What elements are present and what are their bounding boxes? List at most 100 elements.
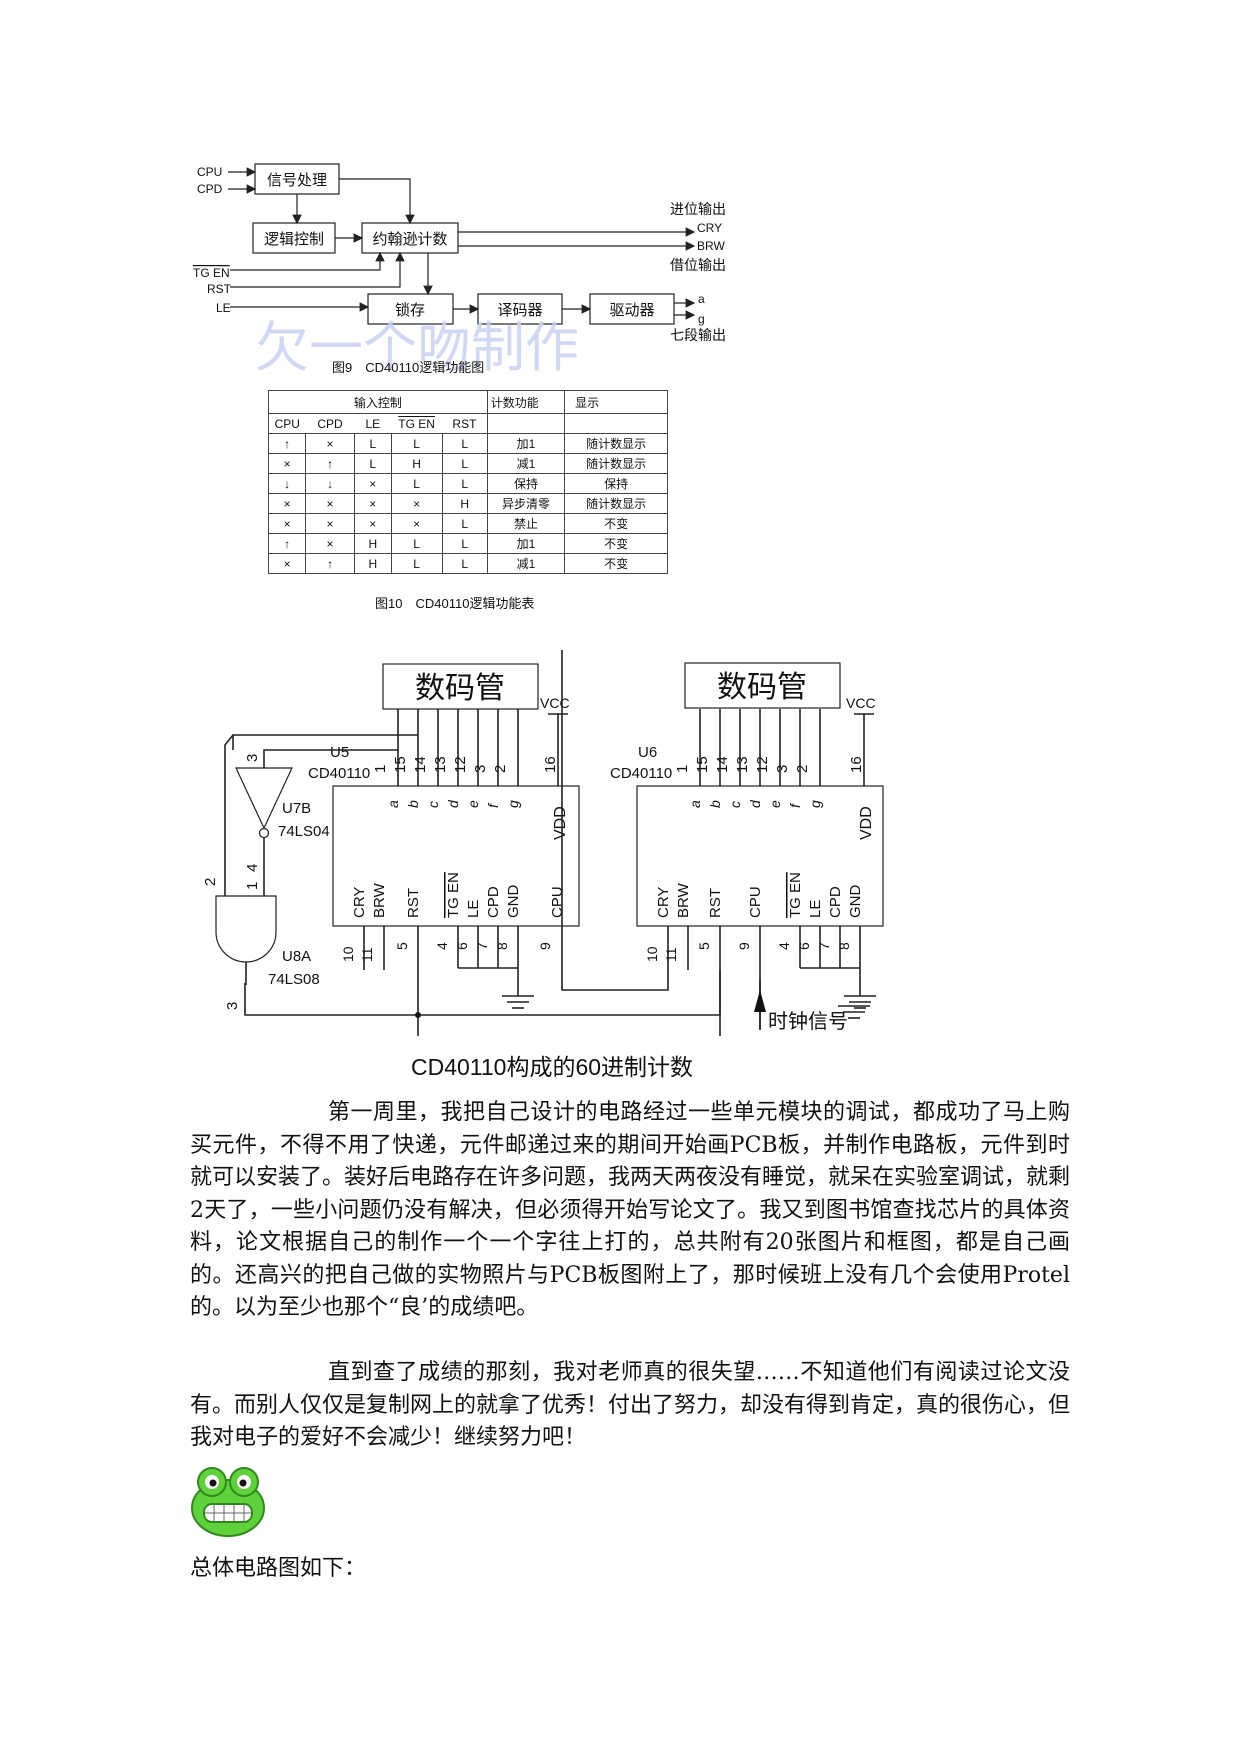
and-out-pin: 3: [224, 1002, 241, 1010]
seg-name: d: [445, 799, 461, 808]
table-cell: ×: [305, 533, 355, 554]
chip-label: GND: [847, 885, 864, 919]
pin-num: 9: [537, 942, 553, 950]
chip-label: LE: [465, 900, 482, 918]
table-cell: L: [441, 553, 488, 574]
cry-label: CRY: [697, 221, 722, 235]
vdd-pin-left: 16: [542, 756, 559, 773]
pin-num: 11: [663, 947, 679, 962]
inverter-gate: [235, 767, 293, 830]
pin-num: 6: [796, 942, 812, 950]
table-cell: ×: [390, 513, 443, 534]
body-paragraph-1: 第一周里，我把自己设计的电路经过一些单元模块的调试，都成功了马上购买元件，不得不…: [190, 1100, 1071, 1320]
counter-schematic: 数码管 数码管 U5 CD40110 U6 CD40110 VCC 16 VDD…: [202, 650, 884, 1080]
u7-ref: U7B: [282, 800, 311, 817]
table-cell: L: [390, 533, 443, 554]
vcc-left: VCC: [540, 695, 570, 711]
chip-label: LE: [807, 900, 824, 918]
pin-num: 15: [392, 756, 409, 773]
pin-num: 5: [394, 942, 410, 950]
chip-label: CRY: [655, 887, 672, 918]
block-signal-label: 信号处理: [267, 172, 327, 189]
table-cell: 不变: [564, 553, 668, 574]
input-rst-label: RST: [207, 282, 232, 296]
table-group-header-row: 输入控制 计数功能 显示: [268, 390, 668, 414]
table-cell: ×: [305, 433, 355, 454]
table-cell: ×: [305, 513, 355, 534]
pin-num: 2: [794, 765, 811, 773]
seg-name: a: [385, 800, 401, 808]
pin-num: 3: [472, 765, 489, 773]
pin-num: 10: [644, 946, 660, 962]
pin-num: 3: [774, 765, 791, 773]
pin-num: 8: [836, 942, 852, 950]
table-cell: H: [353, 533, 392, 554]
table-cell: ×: [353, 473, 392, 494]
table-cell: L: [390, 553, 443, 574]
block-decoder: [477, 293, 563, 325]
vdd-pin-right: 16: [848, 756, 865, 773]
brw-label: BRW: [697, 239, 725, 253]
chip-label: CPD: [827, 886, 844, 918]
seg-name: b: [707, 800, 723, 808]
table-cell: L: [441, 473, 488, 494]
block-logic-label: 逻辑控制: [264, 231, 324, 248]
header-display: 显示: [564, 390, 668, 414]
table-cell: L: [353, 453, 392, 474]
inv-in-pin: 3: [244, 754, 261, 762]
pin-num: 5: [696, 942, 712, 950]
pin-num: 13: [734, 756, 751, 773]
table-row: ↑ × L L L 加1 随计数显示: [267, 433, 668, 454]
chip-label: CRY: [351, 887, 368, 918]
bottom-pins-left: [363, 650, 563, 1036]
display-label-right: 数码管: [717, 671, 807, 704]
logic-function-table: 输入控制 计数功能 显示 CPU CPD LE TG EN RST ↑ × L …: [267, 390, 668, 574]
figure-9-caption: 图9 CD40110逻辑功能图: [332, 360, 484, 375]
seg-g-label: g: [698, 312, 705, 326]
borrow-output-label: 借位输出: [670, 257, 726, 273]
table-cell: ×: [267, 453, 307, 474]
seg-name: f: [485, 802, 501, 808]
table-cell: H: [353, 553, 392, 574]
u6-part: CD40110: [610, 765, 672, 782]
table-cell: ×: [353, 493, 392, 514]
table-cell: L: [390, 433, 443, 454]
seg-name: b: [405, 800, 421, 808]
table-cell: L: [441, 433, 488, 454]
u7-part: 74LS04: [278, 823, 330, 840]
table-cell: ↑: [267, 533, 307, 554]
pin-header-tgen: TG EN: [391, 413, 443, 434]
table-cell: ×: [267, 513, 307, 534]
seg-name: e: [767, 800, 783, 808]
display-label-left: 数码管: [415, 672, 505, 705]
table-cell: 加1: [486, 433, 566, 454]
chip-label: CPU: [549, 886, 566, 918]
figure-10-caption: 图10 CD40110逻辑功能表: [375, 596, 535, 611]
table-row: × × × × H 异步清零 随计数显示: [267, 493, 668, 514]
block-counter-label: 约翰逊计数: [372, 231, 447, 248]
table-cell: L: [441, 533, 488, 554]
and-in-a-pin: 2: [202, 878, 219, 886]
table-cell: 随计数显示: [564, 453, 668, 474]
pin-num: 4: [776, 942, 792, 950]
u5-part: CD40110: [308, 765, 370, 782]
table-cell: H: [441, 493, 488, 514]
table-cell: 随计数显示: [564, 433, 668, 454]
pin-header-le: LE: [354, 413, 392, 434]
seg-name: f: [787, 802, 803, 808]
u8-ref: U8A: [282, 948, 311, 965]
seg-name: g: [807, 800, 823, 808]
pin-num: 14: [412, 756, 429, 773]
pin-header-cpu: CPU: [267, 413, 306, 434]
watermark: 欠一个吻制作: [255, 318, 579, 378]
block-driver-label: 驱动器: [609, 302, 654, 319]
chip-label: CPD: [485, 886, 502, 918]
display-box-right: [684, 662, 841, 709]
u6-ref: U6: [638, 744, 657, 761]
table-cell: 保持: [564, 473, 668, 494]
table-cell: ↓: [267, 473, 307, 494]
table-cell: L: [441, 453, 488, 474]
u8-part: 74LS08: [268, 971, 320, 988]
seg-name: a: [687, 800, 703, 808]
chip-label: TG EN: [445, 872, 462, 918]
